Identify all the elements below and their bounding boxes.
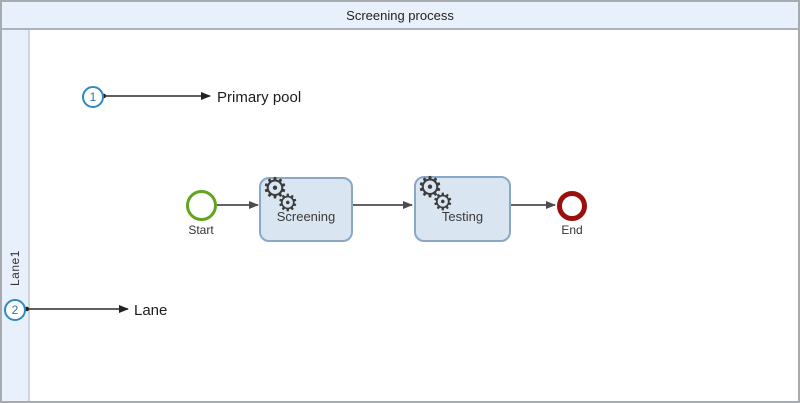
gear-icon: ⚙	[262, 173, 288, 205]
task-screening[interactable]: ⚙ ⚙ Screening	[259, 173, 353, 242]
start-event-label: Start	[188, 223, 214, 237]
pool-header[interactable]: Screening process	[2, 2, 798, 30]
gear-icon: ⚙	[417, 172, 443, 204]
start-event[interactable]	[186, 190, 217, 221]
task-testing-label: Testing	[441, 208, 484, 224]
lane-header[interactable]	[2, 30, 30, 401]
callout-1-number: 1	[89, 90, 97, 104]
task-screening-label: Screening	[276, 209, 336, 224]
end-event-label: End	[561, 223, 583, 237]
callout-2-number: 2	[11, 303, 19, 317]
gear-icon: ⚙	[432, 189, 454, 216]
end-event[interactable]	[557, 191, 587, 221]
callout-2-badge: 2	[4, 299, 26, 321]
task-testing[interactable]: ⚙ ⚙ Testing	[414, 172, 511, 242]
callout-1-badge: 1	[82, 86, 104, 108]
pool-title-text: Screening process	[346, 7, 454, 23]
gear-icon: ⚙	[277, 190, 299, 217]
callout-1-label: Primary pool	[217, 89, 302, 106]
callout-2-label: Lane	[134, 302, 168, 319]
